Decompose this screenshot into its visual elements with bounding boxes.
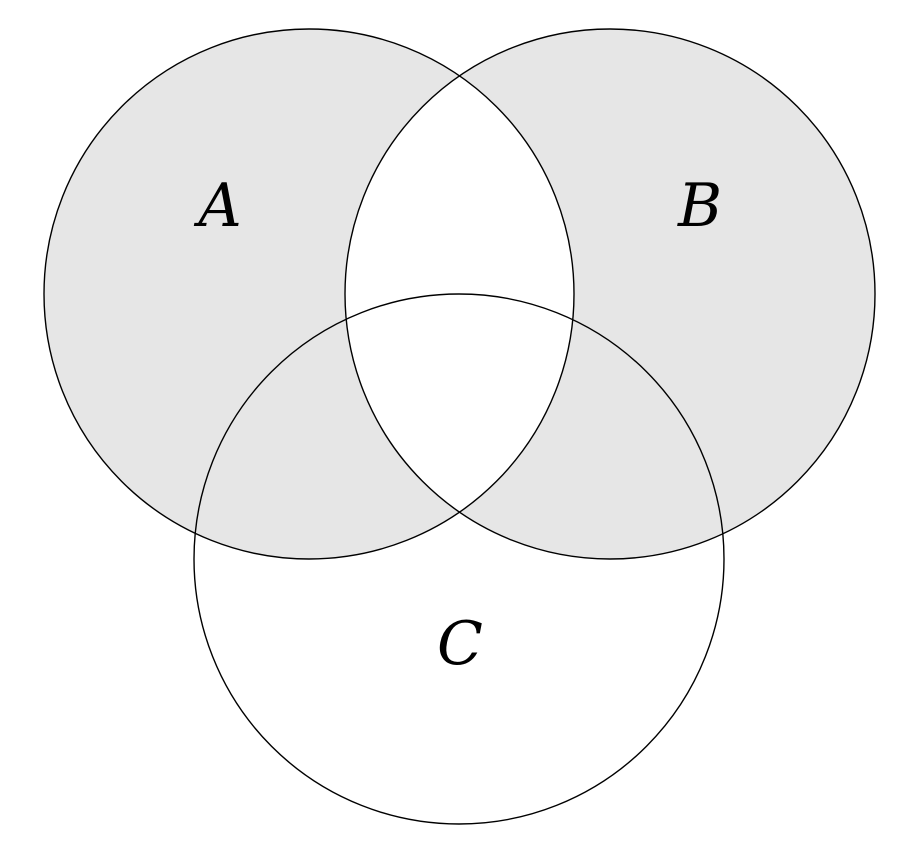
set-c-label: C xyxy=(437,609,483,679)
shaded-region-a-symdiff-b xyxy=(44,29,875,559)
circle-c-outline xyxy=(193,293,725,825)
circle-a-outline xyxy=(43,28,575,560)
set-b-label: B xyxy=(677,171,722,241)
circle-b-outline xyxy=(344,28,876,560)
set-a-label: A xyxy=(193,171,241,241)
